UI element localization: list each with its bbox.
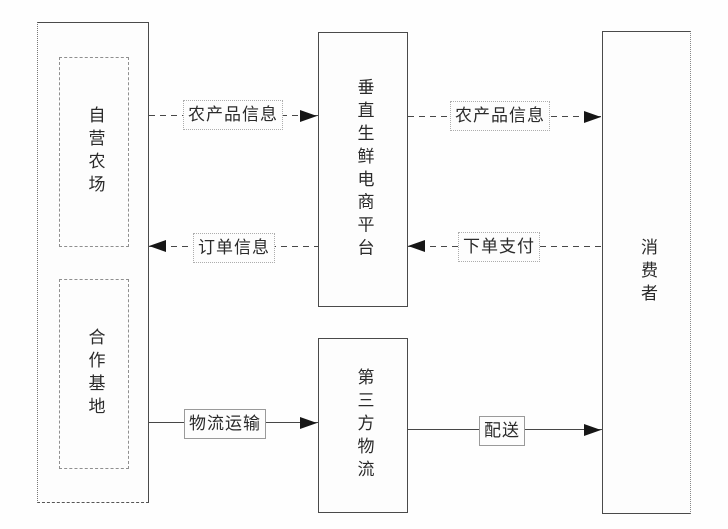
node-suppliers-container	[37, 22, 149, 503]
node-farm: 自营农场	[59, 57, 129, 247]
node-farm-label: 自营农场	[85, 106, 105, 198]
arrowhead-left-icon	[408, 240, 425, 252]
edge-product-info-left-label: 农产品信息	[183, 100, 283, 131]
arrowhead-right-icon	[584, 111, 601, 123]
edge-product-info-right-label: 农产品信息	[450, 101, 550, 132]
node-consumer-label: 消费者	[637, 238, 657, 307]
arrowhead-right-icon	[584, 424, 601, 436]
arrowhead-right-icon	[300, 417, 317, 429]
node-platform-label: 垂直生鲜电商平台	[354, 77, 374, 262]
edge-logistics-transport-label: 物流运输	[184, 409, 266, 440]
node-logistics-label: 第三方物流	[354, 368, 374, 483]
node-base-label: 合作基地	[85, 328, 105, 420]
node-platform: 垂直生鲜电商平台	[318, 32, 408, 307]
node-consumer: 消费者	[602, 31, 691, 514]
edge-order-payment-label: 下单支付	[458, 232, 540, 263]
edge-order-info-label: 订单信息	[193, 233, 275, 264]
node-base: 合作基地	[59, 279, 129, 469]
arrowhead-left-icon	[149, 240, 166, 252]
edge-delivery-label: 配送	[479, 416, 525, 447]
node-logistics: 第三方物流	[318, 338, 408, 513]
arrowhead-right-icon	[300, 110, 317, 122]
